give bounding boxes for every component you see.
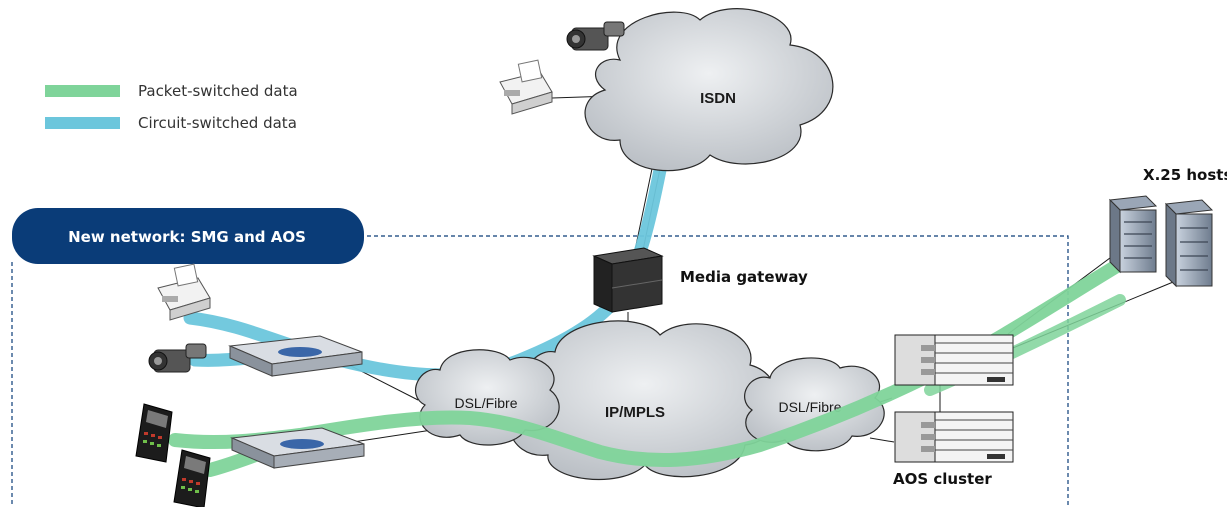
media-gateway-icon [592,247,664,313]
router-lower-icon [230,427,365,469]
dsl-cloud-right: DSL/Fibre [744,357,885,452]
legend: Packet-switched data Circuit-switched da… [45,82,298,132]
legend-packet-label: Packet-switched data [138,82,298,100]
aos-server-lower-icon [894,411,1014,463]
payment-terminal-icon [135,403,173,463]
network-boundary [11,235,1069,507]
fax-icon [499,59,553,115]
banner-title: New network: SMG and AOS [68,228,306,246]
camera-icon [566,21,625,51]
dsl-left-label: DSL/Fibre [454,395,517,411]
legend-packet-swatch [45,85,120,97]
legend-circuit-label: Circuit-switched data [138,114,297,132]
dsl-right-label: DSL/Fibre [778,399,841,415]
payment-terminal-2-icon [173,449,211,507]
camera-left-icon [148,343,207,373]
aos-server-upper-icon [894,334,1014,386]
x25-hosts-label: X.25 hosts [1143,166,1227,184]
ipmpls-label: IP/MPLS [605,404,665,421]
fax-left-icon [157,263,211,321]
aos-cluster-label: AOS cluster [893,470,992,488]
media-gateway-label: Media gateway [680,268,808,286]
legend-circuit-swatch [45,117,120,129]
x25-host-1-icon [1108,195,1158,274]
isdn-label: ISDN [700,90,736,107]
isdn-cloud: ISDN [584,8,834,172]
network-banner: New network: SMG and AOS [12,208,364,264]
router-upper-icon [228,335,363,377]
x25-host-2-icon [1164,199,1214,288]
